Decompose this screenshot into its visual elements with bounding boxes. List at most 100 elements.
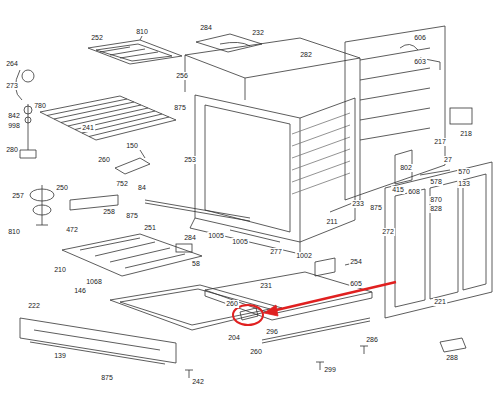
callout-number: 210 [53, 266, 67, 274]
callout-number: 472 [65, 226, 79, 234]
callout-number: 1005 [207, 232, 225, 240]
rack-wire [82, 114, 162, 133]
callout-number: 242 [191, 378, 205, 386]
bottom-panel [205, 272, 372, 320]
callout-number: 233 [351, 200, 365, 208]
callout-number: 752 [115, 180, 129, 188]
rack-wire [68, 108, 148, 126]
callout-number: 27 [443, 156, 453, 164]
terminal-block [240, 308, 258, 320]
callout-number: 842 [7, 112, 21, 120]
callout-number: 570 [457, 168, 471, 176]
callout-number: 603 [413, 58, 427, 66]
callout-number: 218 [459, 130, 473, 138]
callout-number: 254 [349, 258, 363, 266]
callout-number: 253 [183, 156, 197, 164]
callout-number: 260 [97, 156, 111, 164]
rack-wire [47, 99, 127, 116]
oven-rack [40, 96, 176, 140]
cavity-rails [292, 113, 350, 194]
callout-number: 260 [225, 300, 239, 308]
callout-number: 875 [100, 374, 114, 382]
callout-number: 810 [135, 28, 149, 36]
clip [176, 244, 192, 252]
callout-number: 296 [265, 328, 279, 336]
callout-number: 273 [5, 82, 19, 90]
callout-number: 258 [102, 208, 116, 216]
highlight-arrow [268, 282, 396, 312]
callout-number: 277 [269, 248, 283, 256]
callout-number: 1002 [295, 252, 313, 260]
screw [185, 346, 368, 378]
callout-number: 299 [323, 366, 337, 374]
callout-number: 272 [381, 228, 395, 236]
callout-number: 204 [227, 334, 241, 342]
callout-number: 998 [7, 122, 21, 130]
glide-rail [262, 318, 370, 343]
oven-cavity-frame [195, 95, 355, 242]
callout-number: 284 [183, 234, 197, 242]
callout-number: 780 [33, 102, 47, 110]
callout-number: 84 [137, 184, 147, 192]
callout-number: 605 [349, 280, 363, 288]
callout-number: 222 [27, 302, 41, 310]
callout-number: 256 [175, 72, 189, 80]
callout-number: 251 [143, 224, 157, 232]
rack-wire [54, 102, 134, 119]
callout-number: 608 [407, 188, 421, 196]
callout-number: 286 [365, 336, 379, 344]
callout-number: 264 [5, 60, 19, 68]
highlight-arrowhead [264, 305, 278, 316]
callout-number: 870 [429, 196, 443, 204]
fan-shaft [36, 185, 48, 225]
callout-number: 288 [445, 354, 459, 362]
callout-number: 606 [413, 34, 427, 42]
callout-number: 58 [191, 260, 201, 268]
rack-wire [61, 105, 141, 123]
oven-cabinet [185, 38, 360, 212]
highlight-circle [233, 305, 263, 325]
door-latch [115, 150, 150, 174]
callout-number: 1005 [231, 238, 249, 246]
callout-number: 211 [325, 218, 338, 226]
callout-number: 260 [249, 348, 263, 356]
callout-number: 280 [5, 146, 19, 154]
callout-number: 252 [90, 34, 104, 42]
callout-number: 1068 [85, 278, 103, 286]
wire-harness [400, 44, 440, 70]
callout-number: 810 [7, 228, 21, 236]
callout-number: 241 [81, 124, 95, 132]
callout-number: 875 [173, 104, 187, 112]
door-seal [190, 218, 300, 254]
callout-number: 217 [433, 138, 447, 146]
side-panel [385, 162, 492, 318]
callout-number: 146 [73, 287, 87, 295]
callout-number: 875 [369, 204, 383, 212]
callout-number: 133 [457, 180, 471, 188]
callout-number: 139 [53, 352, 67, 360]
leveling-leg [440, 338, 466, 352]
storage-drawer [110, 285, 282, 330]
broil-pan-rack [62, 234, 202, 276]
side-panel-insulation [395, 174, 486, 307]
callout-number: 232 [251, 29, 265, 37]
callout-number: 250 [55, 184, 69, 192]
lamp [22, 70, 34, 82]
callout-number: 828 [429, 205, 443, 213]
callout-number: 282 [299, 51, 313, 59]
rack-wires [47, 99, 169, 137]
callout-number: 231 [259, 282, 273, 290]
callout-number: 150 [125, 142, 139, 150]
rack-wire [89, 117, 169, 137]
callout-number: 578 [429, 178, 443, 186]
drawer-front [20, 318, 176, 363]
washer [25, 117, 31, 123]
callout-number: 415 [391, 186, 405, 194]
drawer-handle [30, 342, 165, 364]
lamp-socket [24, 106, 32, 114]
rack-slide [145, 200, 250, 221]
callout-number: 221 [433, 298, 447, 306]
callout-number: 875 [125, 212, 139, 220]
callout-number: 802 [399, 164, 413, 172]
callout-number: 284 [199, 24, 213, 32]
